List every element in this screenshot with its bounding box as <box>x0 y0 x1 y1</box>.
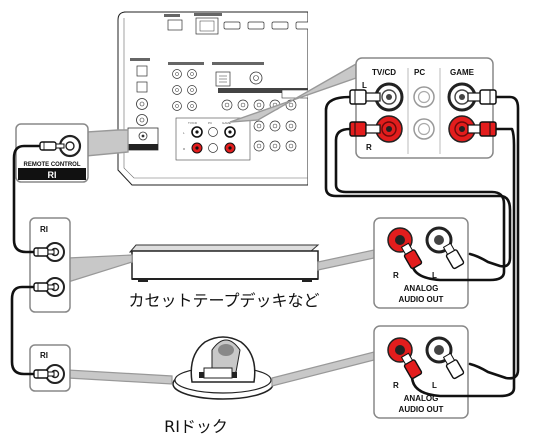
svg-text:R: R <box>183 147 186 151</box>
svg-text:GAME: GAME <box>222 121 231 125</box>
tv-cd-label: TV/CD <box>372 68 396 77</box>
dock-ri-plug <box>33 369 55 379</box>
dock-out-left-plug <box>442 352 465 380</box>
cassette-analog-out-panel: R L ANALOG AUDIO OUT <box>317 217 469 309</box>
input-jack-panel: TV/CD PC GAME L R <box>355 57 494 159</box>
remote-ri-label: RI <box>48 170 57 180</box>
cassette-deck: カセットテープデッキなど <box>128 244 320 310</box>
cassette-out-left-plug <box>442 242 465 270</box>
plugs <box>33 89 497 380</box>
game-label: GAME <box>450 68 475 77</box>
dock-out-r: R <box>393 381 399 390</box>
cassette-out-right-plug <box>400 242 423 270</box>
dock-audio-out-label: AUDIO OUT <box>399 405 444 414</box>
svg-text:PC: PC <box>208 121 213 125</box>
game-left-plug <box>467 89 497 105</box>
dock-out-l: L <box>432 381 437 390</box>
remote-control-label: REMOTE CONTROL <box>24 162 81 168</box>
cassette-out-l: L <box>432 271 437 280</box>
cassette-deck-name: カセットテープデッキなど <box>128 291 319 310</box>
svg-text:L: L <box>183 131 185 135</box>
dock-analog-out-panel: R L ANALOG AUDIO OUT <box>271 325 469 419</box>
cassette-out-r: R <box>393 271 399 280</box>
svg-text:TV/CD: TV/CD <box>188 121 198 125</box>
game-left-cable <box>468 95 520 380</box>
tvcd-right-cable <box>334 127 506 282</box>
cassette-analog-label: ANALOG <box>404 284 439 293</box>
remote-ri-plug <box>39 141 65 151</box>
dock-analog-label: ANALOG <box>404 394 439 403</box>
dock-ri-panel: RI <box>29 344 173 392</box>
cassette-ri-label: RI <box>40 225 48 234</box>
cassette-ri-panel: RI <box>29 217 133 313</box>
ri-dock: RIドック <box>164 336 274 436</box>
game-right-plug <box>467 121 497 137</box>
remote-control-panel: REMOTE CONTROL RI <box>15 123 89 183</box>
cassette-audio-out-label: AUDIO OUT <box>399 295 444 304</box>
ri-cable-1 <box>12 144 50 254</box>
game-right-cable <box>408 127 516 398</box>
receiver-rear-panel: TV/CD PC GAME L R <box>117 11 308 186</box>
ri-cable-2 <box>10 285 42 376</box>
tv-cd-right-plug <box>349 121 381 137</box>
left-channel-label: L <box>362 81 367 90</box>
cassette-ri-plug-2 <box>33 282 55 292</box>
ri-dock-name: RIドック <box>164 417 228 436</box>
dock-out-right-plug <box>400 352 423 380</box>
cables <box>10 95 520 398</box>
tvcd-left-cable <box>324 95 512 268</box>
cassette-ri-plug-1 <box>33 247 55 257</box>
right-channel-label: R <box>366 143 372 152</box>
pc-label: PC <box>414 68 425 77</box>
dock-ri-label: RI <box>40 351 48 360</box>
tv-cd-left-plug <box>349 89 381 105</box>
